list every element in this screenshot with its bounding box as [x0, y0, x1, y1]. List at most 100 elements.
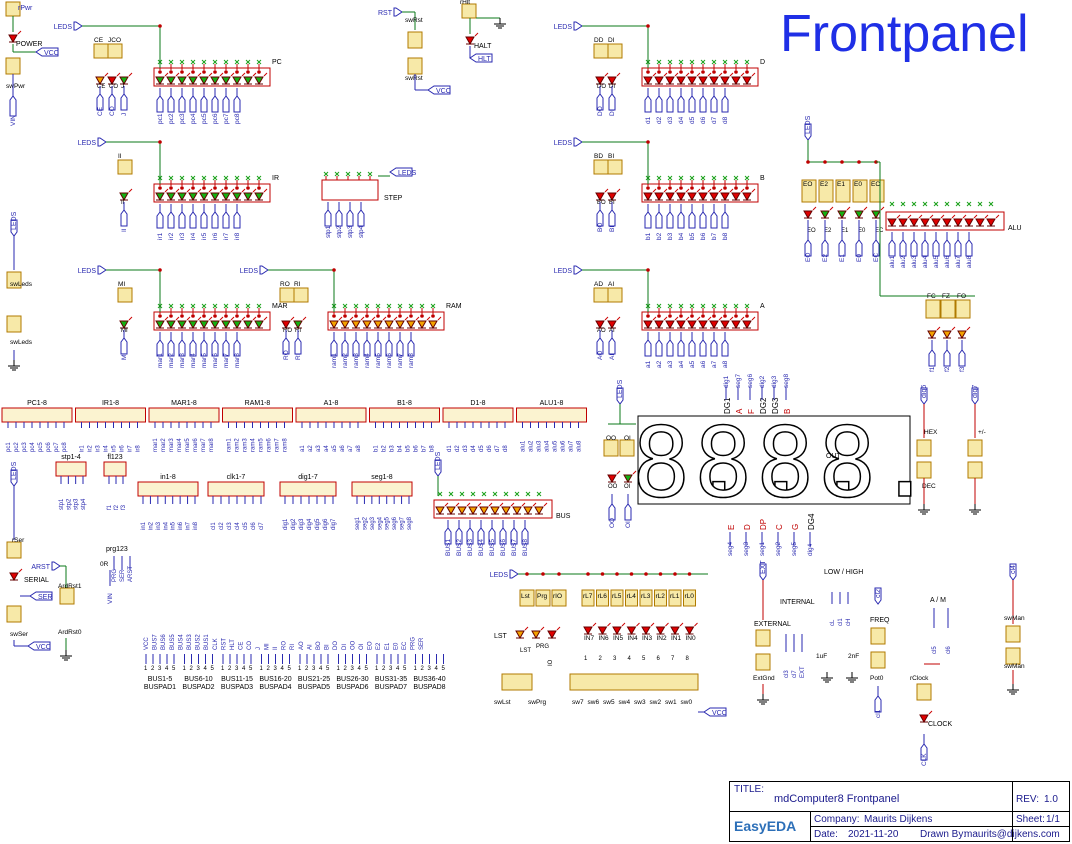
net-label: BUS1	[445, 539, 452, 556]
netflag-icon	[655, 95, 663, 113]
led-icon	[221, 316, 235, 330]
led-ray	[164, 316, 169, 321]
net-label: b1	[645, 232, 652, 240]
junction-dot	[712, 70, 716, 74]
pin-label: pc2	[14, 442, 20, 452]
segment-label: DG1	[723, 397, 732, 414]
no-connect-mark	[459, 491, 465, 497]
pin-label: d7	[495, 445, 501, 452]
junction-dot	[690, 186, 694, 190]
led-ray	[290, 316, 295, 321]
rev-value: 1.0	[1044, 794, 1058, 805]
resistor-label: DD	[594, 37, 604, 44]
resistor-icon	[603, 439, 619, 457]
pin-label: EO	[368, 641, 374, 650]
connector-title: D1-8	[470, 400, 485, 407]
netflag-icon	[721, 95, 729, 113]
net-label: f3	[959, 366, 966, 372]
switch-icon	[407, 31, 423, 49]
resistor-label: rL6	[598, 593, 608, 600]
led-body	[210, 192, 220, 202]
junction-dot	[541, 572, 545, 576]
pin-number: 4	[204, 666, 208, 672]
net-label: LEDS	[54, 24, 73, 31]
junction-dot	[376, 314, 380, 318]
led-label: IN1	[671, 635, 682, 642]
netflag-icon	[721, 339, 729, 357]
netflag-icon	[958, 349, 966, 367]
switch-label: ArdRst1	[58, 583, 82, 590]
pin-label: alu2	[529, 440, 535, 452]
led-label: DO	[597, 84, 606, 90]
led-icon	[665, 72, 679, 86]
connector-title: RAM1-8	[245, 400, 271, 407]
led-label: BO	[597, 200, 606, 206]
led-icon	[362, 316, 376, 330]
company-label: Company:	[814, 814, 860, 825]
switch-label: sw4	[619, 699, 631, 706]
led-icon	[583, 622, 597, 636]
led-body	[188, 192, 198, 202]
led-body	[607, 76, 617, 86]
resistor-icon	[607, 159, 623, 175]
led-body	[595, 320, 605, 330]
pin-label: alu6	[561, 440, 567, 452]
pin-number: 3	[351, 666, 355, 672]
buspad-name: BUSPAD6	[336, 684, 368, 691]
pin-label: cl1	[838, 618, 844, 626]
led-body	[742, 320, 752, 330]
connector-title: stp1-4	[61, 454, 81, 461]
net-label: BUS8	[522, 539, 529, 556]
netflag-icon	[178, 339, 186, 357]
resistor-label: MI	[118, 281, 125, 288]
net-label: alu2	[900, 255, 907, 268]
netflag-icon	[855, 239, 863, 257]
led-ray	[940, 214, 945, 219]
led-icon	[975, 214, 989, 228]
junction-dot	[235, 186, 239, 190]
led-body	[583, 626, 593, 636]
pin-label: cl6	[946, 646, 952, 654]
resistor-label: rL0	[685, 593, 695, 600]
pin-label: in8	[193, 521, 199, 530]
pin-number: 5	[288, 666, 292, 672]
segment-label: DP	[759, 519, 768, 530]
net-label: dig6	[921, 385, 928, 398]
pin-label: ir2	[88, 445, 94, 452]
resistor-outline	[433, 499, 553, 519]
connector-icon	[279, 481, 337, 497]
net-label: ram5	[375, 353, 382, 368]
junction-dot	[224, 186, 228, 190]
net-label: alu5	[933, 255, 940, 268]
pin-number: 4	[165, 666, 169, 672]
net-label: d7	[711, 116, 718, 124]
led-ray	[164, 72, 169, 77]
net-label: b7	[711, 232, 718, 240]
pin-label: alu4	[545, 440, 551, 452]
led-ray	[650, 622, 655, 627]
led-body	[177, 192, 187, 202]
led-ray	[665, 622, 669, 627]
led-ray	[995, 214, 1000, 219]
netflag-icon	[346, 209, 354, 227]
led-ray	[474, 32, 479, 37]
led-ray	[729, 72, 734, 77]
resistor-label: Lst	[521, 593, 530, 600]
led-body	[687, 320, 697, 330]
netflag-icon	[509, 569, 519, 579]
resistor-icon	[93, 43, 109, 59]
junction-dot	[257, 314, 261, 318]
register-title: ALU	[1008, 225, 1022, 232]
pin-label: in5	[171, 521, 177, 530]
pin-label: mar5	[185, 438, 191, 452]
led-body	[254, 76, 264, 86]
pin-label: ir3	[96, 445, 102, 452]
netflag-icon	[434, 459, 442, 477]
led-icon	[909, 214, 923, 228]
led-ray	[652, 188, 657, 193]
pin-label: ram4	[251, 438, 257, 452]
pin-label: ir6	[120, 445, 126, 452]
led-icon	[406, 316, 420, 330]
junction-dot	[701, 314, 705, 318]
net-label: LEDS	[398, 170, 417, 177]
